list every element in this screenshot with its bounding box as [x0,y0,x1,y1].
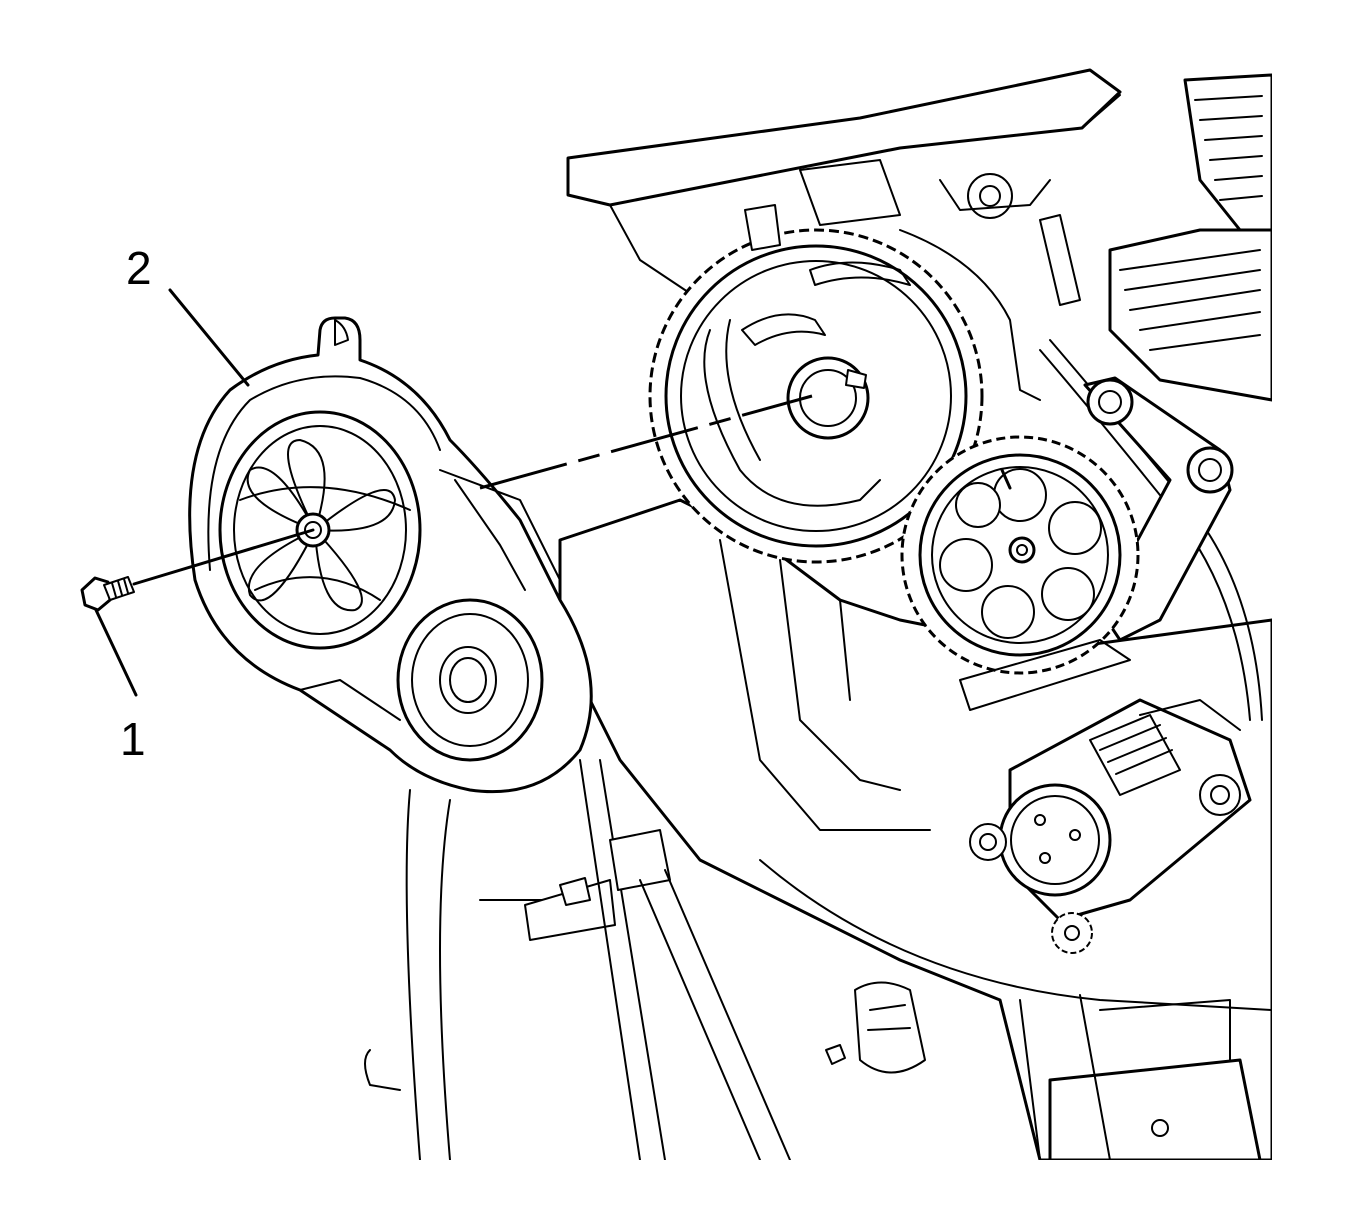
gear-cover [188,316,593,794]
screw-fastener [80,576,135,612]
small-drive-gear [900,435,1140,711]
hvac-case-housing [364,68,1272,1160]
callout-1: 1 [120,713,146,765]
large-sector-gear [648,228,1041,564]
leader-lines [94,288,250,697]
callout-2: 2 [126,242,152,294]
mode-actuator-motor [969,698,1252,954]
alignment-lines [132,394,813,586]
